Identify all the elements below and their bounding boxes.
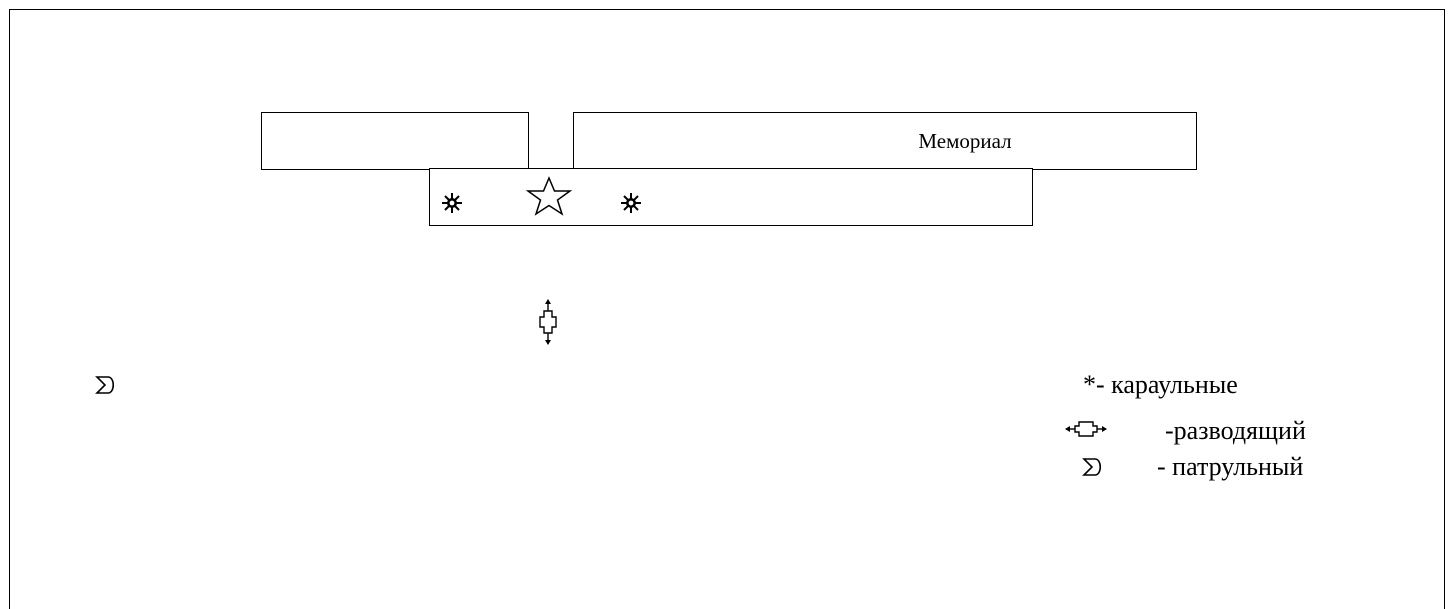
sunburst-star-icon [620,192,642,214]
asterisk-icon: * [1083,370,1096,399]
legend-patrol-label: - патрульный [1157,452,1304,481]
platform-block [429,168,1033,226]
legend-leader-label: -разводящий [1165,416,1306,445]
diagram-frame [9,9,1445,609]
sigma-patrol-icon [95,374,117,396]
star-outline-icon [524,176,574,216]
four-arrow-cross-icon [537,298,559,346]
memorial-label: Мемориал [918,128,1012,153]
four-arrow-cross-icon [1064,418,1108,440]
building-block-left [261,112,529,170]
sunburst-star-icon [441,192,463,214]
memorial-block: Мемориал [573,112,1197,170]
sigma-patrol-icon [1082,456,1104,478]
legend-guards-label: - караульные [1096,370,1238,399]
legend-guards: *- караульные [1083,372,1238,398]
